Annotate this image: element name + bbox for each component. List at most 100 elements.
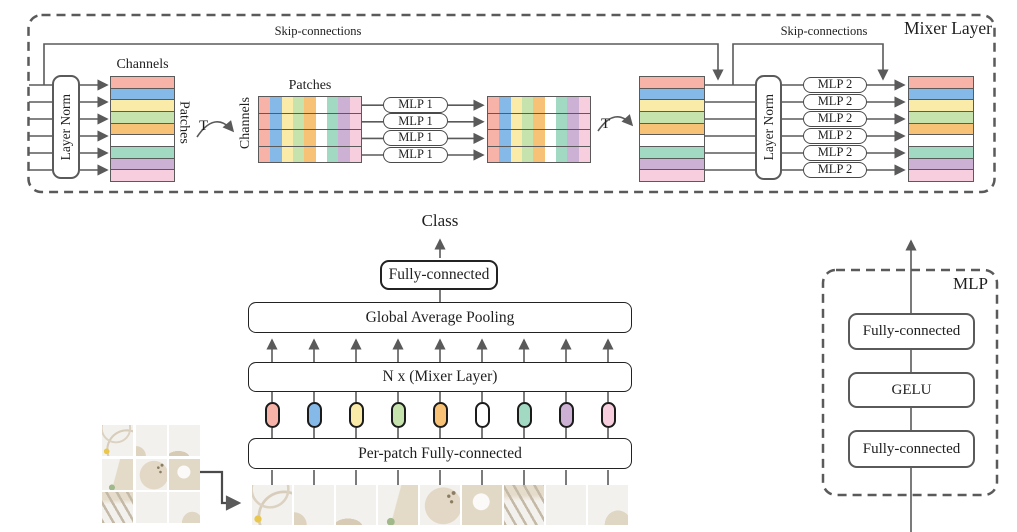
patches-channels-table <box>258 96 362 163</box>
skip-connections-label-right: Skip-connections <box>780 24 868 38</box>
mlp1-box: MLP 1 <box>383 113 448 130</box>
table-row <box>640 158 704 171</box>
image-to-patches-arrow <box>200 470 242 511</box>
mlp-title: MLP <box>953 274 988 293</box>
table-cell <box>578 113 590 129</box>
table-cell <box>304 113 316 129</box>
table-cell <box>533 113 545 129</box>
table-cell <box>259 130 271 146</box>
table-cell <box>292 97 305 113</box>
patch-token-pill <box>390 402 406 428</box>
skip-connection-arrow-left <box>43 43 724 85</box>
table-cell <box>533 97 545 113</box>
table-cell <box>270 146 282 162</box>
table-cell <box>555 113 568 129</box>
table-cell <box>533 146 545 162</box>
channels-axis-label: Channels <box>116 57 169 72</box>
mlp1-box: MLP 1 <box>383 146 448 163</box>
table-cell <box>578 146 590 162</box>
table-row <box>111 158 174 171</box>
table-cell <box>292 130 305 146</box>
patch-token-pill <box>474 402 490 428</box>
mlp2-box: MLP 2 <box>803 93 867 110</box>
input-image <box>102 425 200 523</box>
image-patch <box>587 485 628 525</box>
image-grid-cell <box>169 458 200 490</box>
table-cell <box>567 113 579 129</box>
table-row <box>111 112 174 124</box>
table-cell <box>488 113 500 129</box>
table-row <box>488 146 590 162</box>
table-row <box>909 77 973 89</box>
global-average-pooling-box: Global Average Pooling <box>248 302 632 333</box>
transpose-arrow-icon-left <box>196 120 235 138</box>
table-cell <box>521 130 534 146</box>
per-patch-fully-connected-box: Per-patch Fully-connected <box>248 438 632 469</box>
table-row <box>640 100 704 113</box>
table-row <box>111 170 174 182</box>
table-cell <box>544 130 556 146</box>
table-row <box>909 158 973 171</box>
table-cell <box>304 97 316 113</box>
table-cell <box>488 130 500 146</box>
table-cell <box>544 97 556 113</box>
image-grid-cell <box>102 458 133 490</box>
table-row <box>488 130 590 147</box>
patches-channels-table-output <box>487 96 591 163</box>
table-row <box>640 88 704 101</box>
table-cell <box>533 130 545 146</box>
transpose-label-right: T <box>601 116 611 132</box>
table-cell <box>567 130 579 146</box>
table-cell <box>338 146 350 162</box>
patches-axis-label: Patches <box>288 78 332 93</box>
table-cell <box>338 130 350 146</box>
table-cell <box>488 97 500 113</box>
image-patch <box>545 485 586 525</box>
table-cell <box>281 113 293 129</box>
mlp2-box: MLP 2 <box>803 110 867 127</box>
channels-patches-table <box>110 76 175 182</box>
table-cell <box>315 146 327 162</box>
table-cell <box>281 97 293 113</box>
table-row <box>111 100 174 113</box>
table-row <box>640 112 704 124</box>
patch-token-pill <box>516 402 532 428</box>
image-grid-cell <box>135 425 167 456</box>
table-cell <box>521 146 534 162</box>
image-patch <box>251 485 292 525</box>
table-row <box>909 135 973 148</box>
table-cell <box>259 113 271 129</box>
transpose-label-left: T <box>199 118 209 134</box>
table-cell <box>521 113 534 129</box>
table-row <box>111 123 174 136</box>
table-cell <box>315 97 327 113</box>
table-cell <box>521 97 534 113</box>
table-cell <box>338 97 350 113</box>
table-cell <box>315 113 327 129</box>
table-cell <box>499 97 511 113</box>
table-cell <box>567 97 579 113</box>
table-row <box>909 112 973 124</box>
table-row <box>259 113 361 130</box>
image-patch <box>293 485 334 525</box>
table-row <box>640 77 704 89</box>
table-cell <box>270 113 282 129</box>
mlp-gelu-box: GELU <box>848 372 975 408</box>
image-patch <box>503 485 544 525</box>
image-patch <box>335 485 376 525</box>
table-cell <box>326 146 339 162</box>
layer-norm-box-right: Layer Norm <box>755 75 782 180</box>
table-cell <box>326 130 339 146</box>
table-cell <box>349 97 361 113</box>
image-patch <box>377 485 418 525</box>
table-cell <box>555 146 568 162</box>
table-cell <box>555 97 568 113</box>
table-cell <box>304 130 316 146</box>
patch-token-pill <box>558 402 574 428</box>
table-row <box>640 147 704 159</box>
skip-connection-arrow-right <box>732 43 889 85</box>
transpose-arrow-icon-right <box>597 114 634 132</box>
table-cell <box>488 146 500 162</box>
table-cell <box>259 97 271 113</box>
